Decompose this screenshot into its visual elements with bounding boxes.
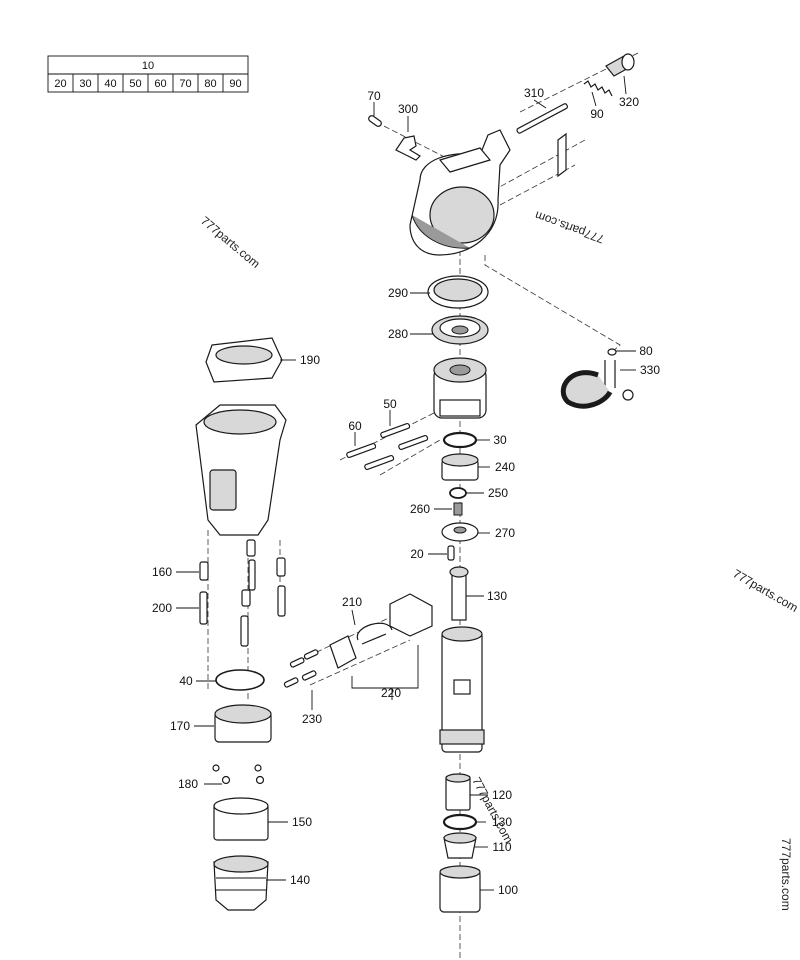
- callout-label: 220: [381, 686, 401, 700]
- callout-label: 100: [498, 883, 518, 897]
- bracket-210: [329, 593, 433, 669]
- callout-label: 250: [488, 486, 508, 500]
- callout-label: 30: [493, 433, 507, 447]
- watermarks: 777parts.com 777parts.com 777parts.com 7…: [198, 208, 800, 910]
- pin-50a: [380, 422, 411, 438]
- oring-40: [215, 669, 265, 691]
- spring-260: [453, 502, 463, 516]
- table-cell: 50: [129, 78, 141, 90]
- ring-250: [449, 487, 467, 499]
- pin-70: [368, 115, 382, 127]
- watermark: 777parts.com: [469, 775, 515, 846]
- callout-labels: 70 300 310 90 320 290 280 190 80 330 50 …: [152, 86, 660, 897]
- callout-label: 210: [342, 595, 362, 609]
- pin-60a: [346, 442, 377, 458]
- table-cell: 40: [104, 78, 116, 90]
- callout-label: 270: [495, 526, 515, 540]
- watermark: 777parts.com: [198, 214, 263, 271]
- table-cell: 90: [229, 78, 241, 90]
- cylinder: [439, 626, 485, 753]
- callout-label: 150: [292, 815, 312, 829]
- valve-body: [433, 357, 487, 419]
- spring-90: [583, 80, 613, 97]
- hose-fitting: [604, 360, 616, 388]
- table-cell: 60: [154, 78, 166, 90]
- ring-170: [214, 704, 272, 743]
- callout-label: 90: [590, 107, 604, 121]
- callout-label: 120: [492, 788, 512, 802]
- callout-label: 130: [492, 815, 512, 829]
- ring-80: [607, 348, 617, 356]
- callout-label: 140: [290, 873, 310, 887]
- callout-label: 230: [302, 712, 322, 726]
- callout-leaders: [176, 75, 636, 891]
- table-header: 10: [142, 60, 154, 72]
- boot-140: [213, 855, 269, 911]
- oring-30-lower: [442, 813, 478, 831]
- callout-label: 40: [179, 674, 193, 688]
- ring-150: [213, 797, 269, 841]
- oring-30: [442, 431, 478, 449]
- table-cell: 30: [79, 78, 91, 90]
- callout-label: 240: [495, 460, 515, 474]
- callout-label: 110: [492, 840, 511, 854]
- callout-label: 200: [152, 601, 172, 615]
- callout-label: 170: [170, 719, 190, 733]
- handle-housing: [409, 129, 511, 256]
- callout-label: 50: [383, 397, 397, 411]
- callout-label: 180: [178, 777, 198, 791]
- pin-20: [447, 545, 455, 561]
- pin-310: [516, 103, 569, 134]
- clip-300: [395, 135, 421, 161]
- callout-label: 290: [388, 286, 408, 300]
- callout-label: 60: [348, 419, 362, 433]
- callout-label: 280: [388, 327, 408, 341]
- table-cell: 80: [204, 78, 216, 90]
- pin-60b: [364, 454, 395, 470]
- bracket-plate: [557, 132, 567, 178]
- reference-table: 10 20 30 40 50 60 70 80 90: [47, 55, 249, 93]
- callout-label: 310: [524, 86, 544, 100]
- table-cell: 70: [179, 78, 191, 90]
- callout-label: 130: [487, 589, 507, 603]
- callout-label: 260: [410, 502, 430, 516]
- callout-label: 320: [619, 95, 639, 109]
- callout-label: 80: [639, 344, 653, 358]
- watermark: 777parts.com: [533, 208, 606, 246]
- callout-label: 300: [398, 102, 418, 116]
- callout-label: 190: [300, 353, 320, 367]
- pin-50b: [398, 434, 429, 450]
- callout-label: 70: [367, 89, 381, 103]
- watermark: 777parts.com: [779, 838, 793, 911]
- table-cell: 20: [54, 78, 66, 90]
- bolt-160: [199, 561, 209, 581]
- parts-illustration: [195, 53, 635, 913]
- watermark: 777parts.com: [731, 566, 800, 614]
- callout-label: 160: [152, 565, 172, 579]
- callout-label: 330: [640, 363, 660, 377]
- bolt-200: [199, 591, 208, 625]
- callout-label: 20: [410, 547, 424, 561]
- lower-housing: [195, 404, 287, 536]
- nut-190: [205, 337, 283, 383]
